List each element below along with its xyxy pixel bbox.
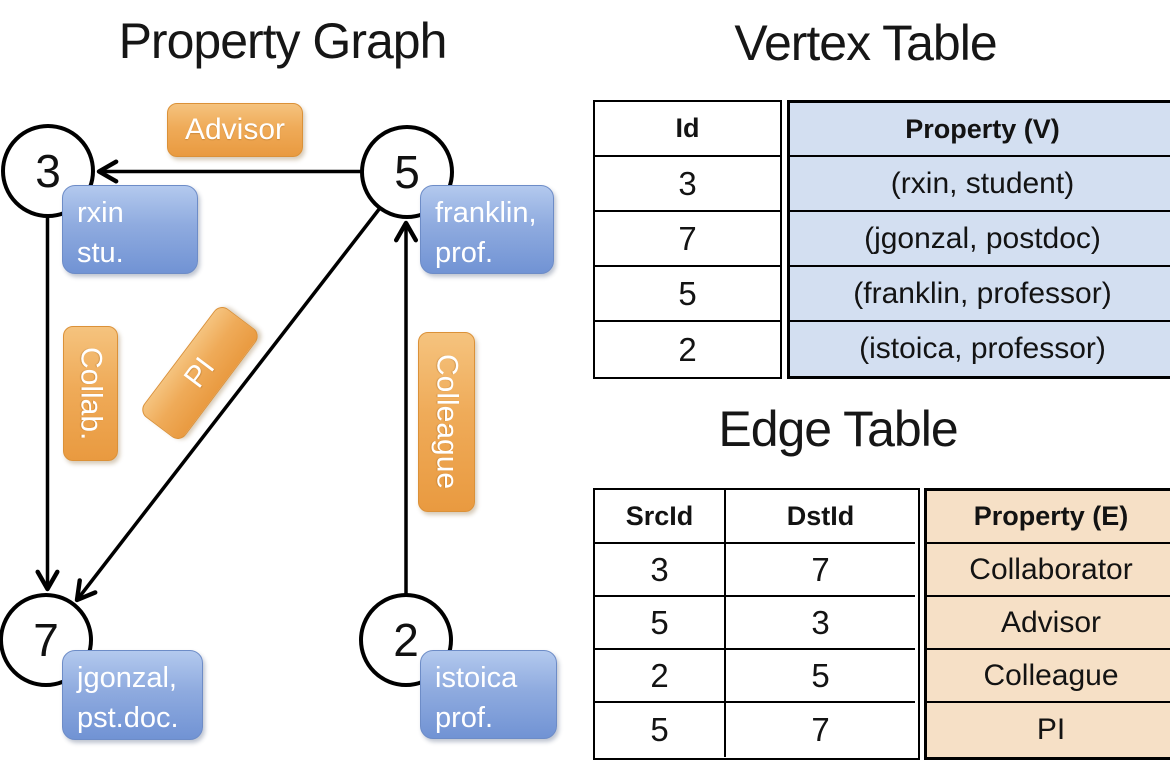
node-label-7: 7 — [33, 614, 59, 666]
table-cell-property: Colleague — [927, 650, 1170, 703]
vertex-label-line: stu. — [77, 237, 124, 270]
edge-table: SrcId 3 5 2 5 DstId 7 3 5 7 Property (E)… — [593, 488, 1170, 760]
vertex-label-line: jgonzal, — [77, 662, 177, 694]
column-header-property-v: Property (V) — [790, 103, 1170, 157]
column-header-srcid: SrcId — [595, 490, 726, 544]
table-cell-dstid: 3 — [726, 597, 915, 650]
table-cell-id: 7 — [595, 212, 780, 267]
vertex-label-line: franklin, — [435, 197, 537, 229]
table-cell-srcid: 5 — [595, 703, 726, 757]
edge-table-title: Edge Table — [718, 401, 958, 457]
node-label-5: 5 — [394, 146, 420, 198]
table-cell-srcid: 2 — [595, 650, 726, 703]
vertex-table-id-column: Id 3 7 5 2 — [593, 100, 782, 379]
edge-table-srcid-column: SrcId 3 5 2 5 — [595, 490, 726, 758]
vertex-label-rxin: rxin stu. — [62, 185, 198, 274]
table-cell-dstid: 7 — [811, 711, 830, 748]
property-graph-title: Property Graph — [118, 13, 448, 69]
vertex-label-line: prof. — [435, 702, 494, 735]
table-cell-dstid: 5 — [726, 650, 915, 703]
edge-label-advisor: Advisor — [167, 103, 303, 157]
table-cell-property: (istoica, professor) — [790, 322, 1170, 376]
table-cell-id: 3 — [595, 157, 780, 212]
vertex-table-property-column: Property (V) (rxin, student) (jgonzal, p… — [787, 100, 1170, 379]
node-label-2: 2 — [393, 614, 419, 666]
table-cell-property: Collaborator — [927, 544, 1170, 597]
table-cell-property: PI — [927, 703, 1170, 757]
edge-table-dstid-column: DstId 7 3 5 7 — [726, 490, 915, 758]
edge-label-collab: Collab. — [63, 326, 118, 461]
table-cell-id: 2 — [678, 330, 697, 368]
vertex-table-title: Vertex Table — [734, 15, 997, 71]
column-header-property-e: Property (E) — [927, 491, 1170, 544]
column-header-dstid: DstId — [726, 490, 915, 544]
vertex-table: Id 3 7 5 2 Property (V) (rxin, student) … — [593, 100, 1170, 379]
table-cell-dstid: 7 — [726, 544, 915, 597]
vertex-label-jgonzal: jgonzal, pst.doc. — [62, 650, 203, 740]
edge-table-property-column: Property (E) Collaborator Advisor Collea… — [924, 488, 1170, 760]
vertex-label-line: rxin — [77, 197, 124, 229]
table-cell-srcid: 3 — [595, 544, 726, 597]
edge-table-id-columns: SrcId 3 5 2 5 DstId 7 3 5 7 — [593, 488, 920, 760]
vertex-label-line: pst.doc. — [77, 702, 179, 735]
vertex-label-line: prof. — [435, 237, 494, 270]
vertex-label-istoica: istoica prof. — [420, 650, 557, 739]
vertex-label-franklin: franklin, prof. — [420, 185, 554, 274]
table-cell-id: 5 — [595, 267, 780, 322]
table-cell-property: (jgonzal, postdoc) — [790, 212, 1170, 267]
column-header-id: Id — [595, 102, 780, 157]
table-cell-property: (rxin, student) — [790, 157, 1170, 212]
node-label-3: 3 — [35, 145, 61, 197]
table-cell-property: (franklin, professor) — [790, 267, 1170, 322]
vertex-label-line: istoica — [435, 662, 518, 694]
edge-5-to-7 — [74, 206, 382, 603]
table-cell-property: Advisor — [927, 597, 1170, 650]
edge-label-colleague: Colleague — [418, 332, 475, 512]
table-cell-srcid: 5 — [595, 597, 726, 650]
